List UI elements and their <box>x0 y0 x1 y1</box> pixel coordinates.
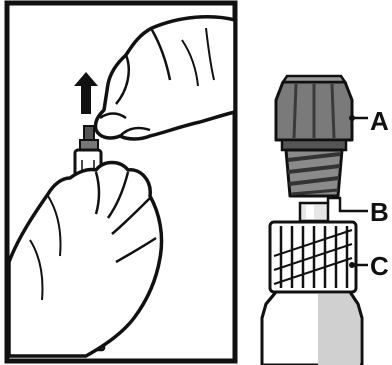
syringe-panel <box>4 0 238 364</box>
up-arrow-icon <box>74 72 98 114</box>
cap-a <box>274 74 354 198</box>
callout-label-a: A <box>370 106 389 136</box>
collar-c <box>268 220 358 294</box>
bottle-body <box>260 290 364 365</box>
upper-gloved-hand <box>93 15 237 141</box>
bottle-assembly <box>260 74 368 365</box>
lower-gloved-hand <box>7 160 164 358</box>
stem-b <box>298 201 330 223</box>
callout-leaders <box>326 115 368 268</box>
callout-label-c: C <box>370 251 389 281</box>
callout-label-b: B <box>370 197 389 227</box>
